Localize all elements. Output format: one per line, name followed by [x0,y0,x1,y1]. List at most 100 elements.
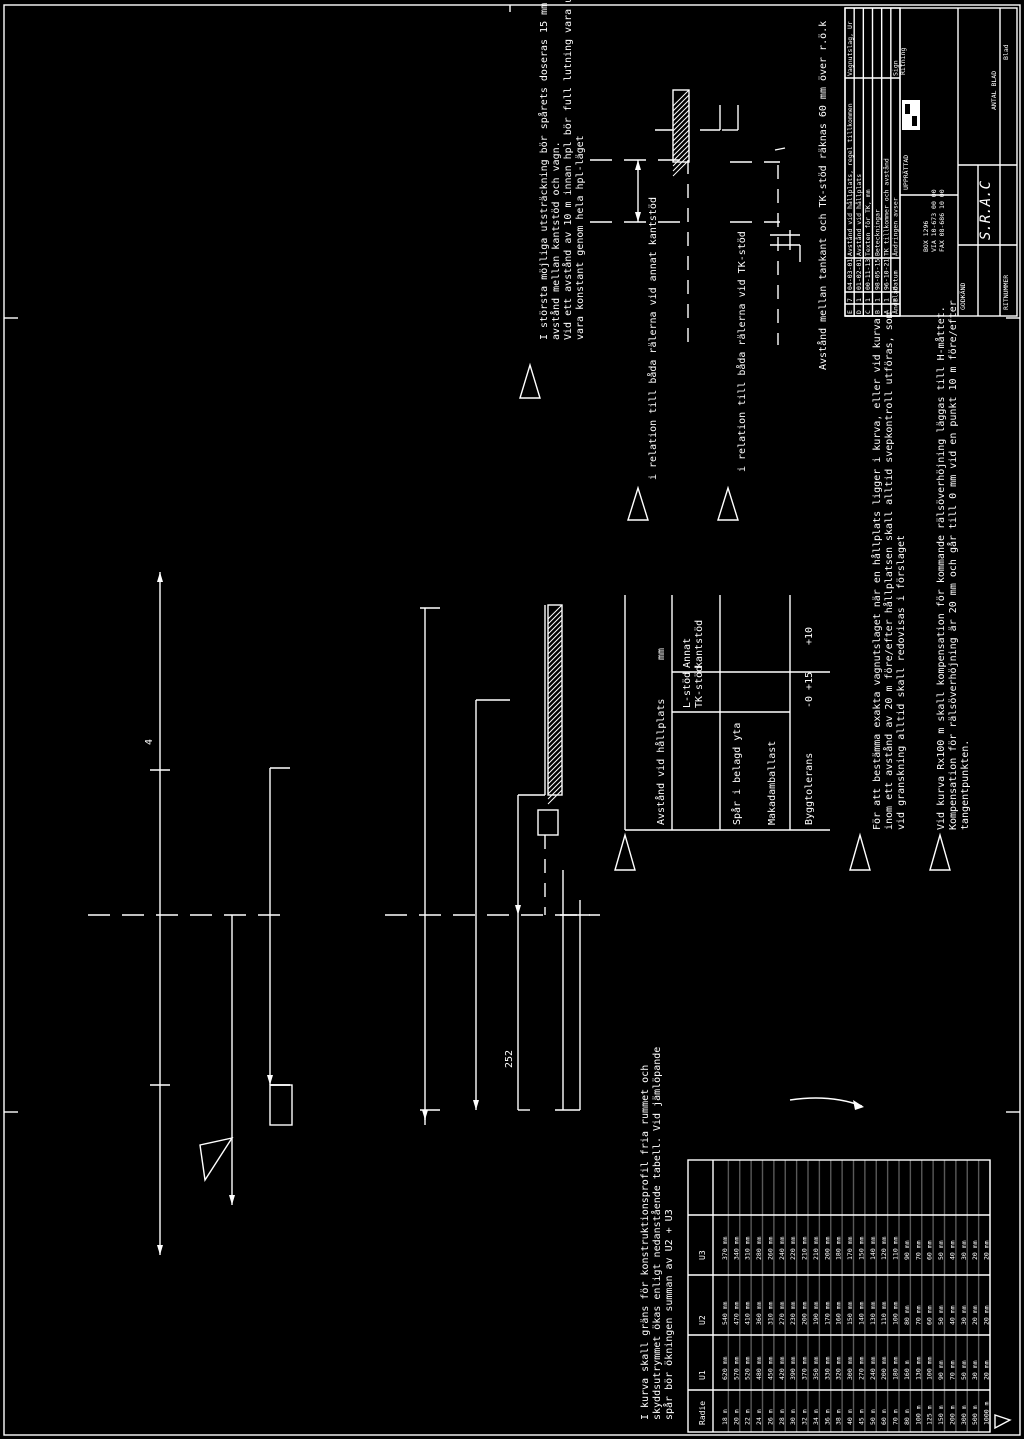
radius-cell: 410 mm [744,1301,752,1325]
title-block: BOX 1296 VIA 10-673 00 00 FAX 08-686 10 … [844,7,1018,317]
radius-cell: 60 m [880,1409,888,1425]
revision-cell: Texten för TK, mm [864,189,872,256]
warning-triangle [849,832,871,871]
radius-cell: 130 mm [869,1301,877,1325]
revision-cell: 7 [846,298,854,302]
radius-cell: 100 m [914,1405,922,1425]
radius-cell: 24 m [755,1409,763,1425]
revision-cell: C [864,310,872,314]
radius-cell: 370 mm [721,1236,729,1260]
radius-cell: 20 mm [983,1305,991,1325]
warning-triangle [994,1414,1012,1430]
radius-header: U2 [698,1315,707,1325]
radius-cell: 220 mm [789,1236,797,1260]
radius-cell: 180 mm [892,1356,900,1380]
revision-cell: TK tillkommer och avstånd [882,158,891,256]
revision-cell: 98-05-15 [873,259,881,290]
radius-cell: 360 mm [755,1301,763,1325]
radius-cell: 170 mm [823,1301,831,1325]
radius-cell: 150 m [937,1405,945,1425]
radius-cell: 120 mm [880,1236,888,1260]
radius-cell: 80 mm [903,1305,911,1325]
radius-cell: 200 mm [801,1301,809,1325]
tol-row-label: Byggtolerans [804,753,815,825]
notes-top: I största möjliga utsträckning bör spåre… [519,0,586,399]
radius-cell: 210 mm [801,1236,809,1260]
radius-cell: 340 mm [732,1236,740,1260]
revision-cell: Vagnutslag, Ur [846,21,854,76]
radius-cell: 270 mm [857,1356,865,1380]
radius-cell: 30 mm [960,1240,968,1260]
kantstod-block [537,809,559,836]
note-line: spår bör ökningen summan av U2 + U3 [662,1209,675,1420]
radius-cell: 450 mm [766,1356,774,1380]
radius-cell: 350 mm [812,1356,820,1380]
note-line: Kompensation för rälsöverhöjning är 20 m… [946,300,959,830]
radius-cell: 125 m [926,1405,934,1425]
revision-header: Datum [892,270,900,290]
platform-edge-hatched-2 [672,89,690,163]
radius-cell: 240 mm [778,1236,786,1260]
radius-cell: 100 mm [926,1356,934,1380]
revision-cell: Beteckningar [873,209,881,256]
radius-cell: 90 mm [937,1360,945,1380]
warning-triangle [199,1136,234,1182]
radius-cell: 160 m [903,1360,911,1380]
stamp-label: Blad [1002,44,1010,60]
radius-cell: 18 m [721,1409,729,1425]
radius-cell: 40 m [846,1409,854,1425]
signature: S.R.A.C [978,180,994,240]
radius-cell: 200 mm [880,1356,888,1380]
radius-cell: 150 mm [846,1301,854,1325]
radius-cell: 70 m [892,1409,900,1425]
warning-triangle [519,362,541,399]
radius-cell: 110 mm [892,1236,900,1260]
radius-cell: 32 m [801,1409,809,1425]
radius-cell: 280 mm [755,1236,763,1260]
logo-mark [902,100,920,130]
tol-value: +10 [804,627,815,645]
radius-cell: 36 m [823,1409,831,1425]
radius-cell: 620 mm [721,1356,729,1380]
tol-unit: mm [656,648,667,660]
radius-cell: 34 m [812,1409,820,1425]
revision-cell: 1 [883,298,891,302]
radius-cell: 22 m [744,1409,752,1425]
sheet-border [3,4,1021,1436]
dim-4-label: 4 [144,739,155,745]
radius-cell: 310 mm [766,1301,774,1325]
radius-cell: 300 mm [846,1356,854,1380]
radius-cell: 30 mm [971,1360,979,1380]
warning-triangle [717,485,739,521]
radius-header: U1 [698,1370,707,1380]
avstand-tk-text: Avstånd mellan tankant och TK-stöd räkna… [816,21,829,370]
radius-cell: 60 mm [926,1240,934,1260]
radius-cell: 130 mm [914,1356,922,1380]
radius-cell: 100 mm [892,1301,900,1325]
radius-cell: 420 mm [778,1356,786,1380]
radius-cell: 500 m [971,1405,979,1425]
note-line: inom ett avstånd av 20 m före/efter håll… [882,312,895,830]
radius-cell: 200 m [948,1405,956,1425]
stamp-label: GODKÄND [958,283,967,310]
note-line: tangentpunkten. [960,740,971,830]
tol-col-header: L-stöd [682,672,693,708]
note-line: vid granskning alltid skall redovisas i … [896,535,907,830]
revision-cell: B [873,310,881,314]
org-line: VIA 10-673 00 00 [930,189,938,252]
tolerance-table: Avstånd vid hållplats mm L-stöd TK-stöd … [614,595,830,871]
radius-cell: 20 mm [983,1360,991,1380]
radius-cell: 90 mm [903,1240,911,1260]
revision-header: Ändr [891,298,900,314]
tol-title: Avstånd vid hållplats [654,699,667,825]
dim-252-label: 252 [504,1050,515,1068]
relation-annat-text: i relation till båda rälerna vid annat k… [646,197,659,480]
radius-cell: 50 mm [937,1305,945,1325]
org-line: FAX 08-686 10 00 [938,189,946,252]
tol-col-header: TK-stöd [694,666,705,708]
radius-cell: 110 mm [880,1301,888,1325]
radius-cell: 520 mm [744,1356,752,1380]
radius-cell: 70 mm [914,1240,922,1260]
